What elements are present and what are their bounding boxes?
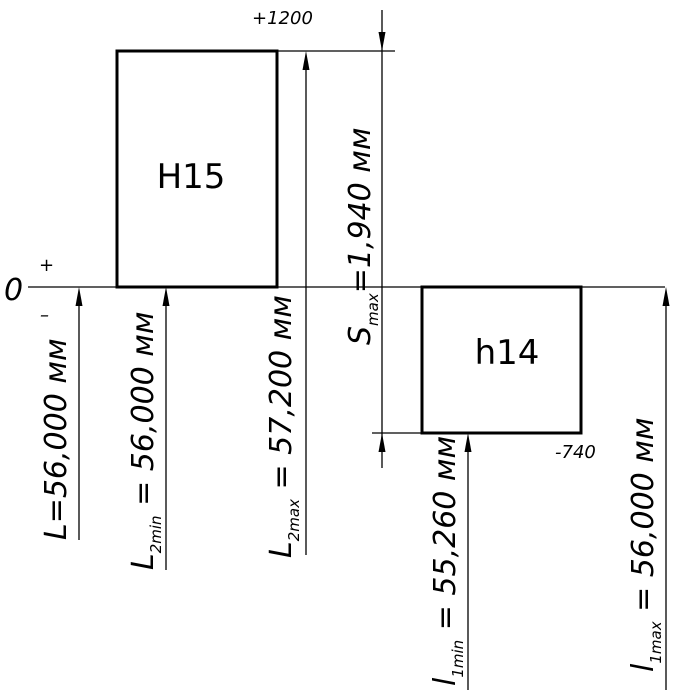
shaft-min-main: l [428,677,463,686]
shaft-tolerance-field [420,285,583,435]
hole-min-dimension-arrow [162,287,170,306]
shaft-min-rest: = 55,260 мм [428,436,463,640]
shaft-max-main: l [626,663,661,672]
hole-min-dimension-label: L2min = 56,000 мм [126,311,165,570]
shaft-field-label: h14 [475,333,540,373]
shaft-max-sub: 1max [647,621,665,663]
hole-max-rest: = 57,200 мм [264,295,299,499]
shaft-min-sub: 1min [449,640,467,678]
clearance-sub: max [364,293,382,326]
shaft-lower-deviation: -740 [555,442,596,463]
hole-upper-deviation: +1200 [252,8,313,29]
clearance-top-arrow [378,32,386,51]
hole-min-sub: 2min [147,515,165,553]
hole-max-dimension-arrow [302,51,310,70]
clearance-rest: =1,940 мм [343,127,378,293]
minus-sign: – [40,305,49,326]
shaft-min-dimension-arrow [464,433,472,452]
hole-max-dimension-label: L2max = 57,200 мм [264,295,303,558]
hole-max-main: L [264,541,299,558]
shaft-max-dimension-arrow [662,287,670,306]
hole-min-main: L [126,553,161,570]
clearance-dimension-label: Smax=1,940 мм [343,127,382,345]
hole-field-label: H15 [157,157,226,197]
clearance-main: S [343,326,378,345]
shaft-max-dimension-label: l1max = 56,000 мм [626,417,665,672]
plus-sign: + [39,255,54,276]
hole-max-sub: 2max [285,499,303,541]
zero-label: 0 [4,273,23,308]
hole-min-rest: = 56,000 мм [126,311,161,515]
clearance-bottom-arrow [378,433,386,452]
nominal-dimension-label: L=56,000 мм [39,338,74,540]
nominal-dimension-arrow [75,287,83,306]
nominal-dimension-text: L=56,000 мм [39,338,74,540]
shaft-max-rest: = 56,000 мм [626,417,661,621]
shaft-min-dimension-label: l1min = 55,260 мм [428,436,467,686]
hole-tolerance-field [115,49,279,289]
